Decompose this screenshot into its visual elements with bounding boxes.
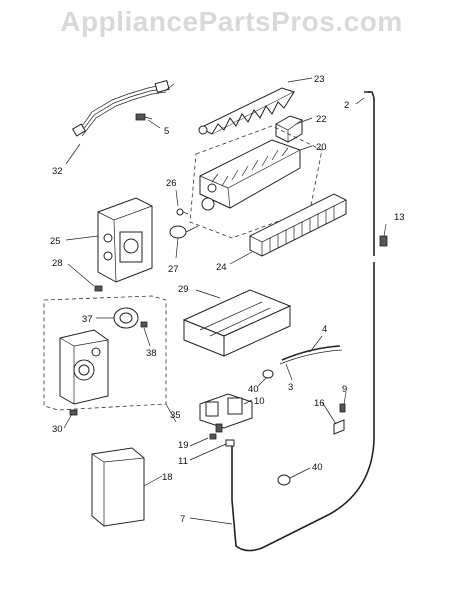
callout-40-lower: 40: [312, 462, 323, 473]
callout-18: 18: [162, 472, 173, 483]
valve-cover[interactable]: [91, 447, 145, 527]
screw-9[interactable]: [339, 403, 346, 413]
callout-40: 40: [248, 384, 259, 395]
callout-19: 19: [178, 440, 189, 451]
valve-nut-11[interactable]: [225, 439, 235, 447]
callout-4: 4: [322, 324, 327, 335]
control-module[interactable]: [97, 197, 153, 283]
callout-26: 26: [166, 178, 177, 189]
callout-9: 9: [342, 384, 347, 395]
callout-7: 7: [180, 514, 185, 525]
callout-labels: 23 2 5 22 32 20 26 13 25 28 27 24 29 37 …: [50, 74, 405, 525]
nut-40a[interactable]: [262, 369, 274, 379]
fill-tube[interactable]: [364, 91, 375, 256]
callout-29: 29: [178, 284, 189, 295]
inlet-tube[interactable]: [279, 345, 343, 365]
callout-27: 27: [168, 264, 179, 275]
water-valve[interactable]: [199, 393, 253, 433]
callout-37: 37: [82, 314, 93, 325]
callout-32: 32: [52, 166, 63, 177]
callout-3: 3: [288, 382, 293, 393]
thermostat[interactable]: [169, 225, 199, 239]
nut-40b[interactable]: [277, 474, 291, 486]
water-line[interactable]: [231, 262, 375, 552]
mold-cover[interactable]: [275, 115, 303, 143]
callout-38: 38: [146, 348, 157, 359]
watermark: AppliancePartsPros.com: [60, 6, 403, 37]
callout-23: 23: [314, 74, 325, 85]
callout-35: 35: [170, 410, 181, 421]
retainer-clip[interactable]: [176, 208, 189, 216]
callout-20: 20: [316, 142, 327, 153]
callout-5: 5: [164, 126, 169, 137]
clamp-16[interactable]: [333, 419, 345, 435]
callout-11: 11: [178, 456, 188, 467]
callout-10: 10: [254, 396, 265, 407]
valve-screw-19[interactable]: [209, 433, 217, 440]
callout-22: 22: [316, 114, 327, 125]
ice-ejector[interactable]: [198, 87, 296, 135]
ice-mold[interactable]: [199, 139, 301, 211]
motor-mount-plate[interactable]: [59, 329, 109, 405]
callout-13: 13: [394, 212, 405, 223]
tube-fitting[interactable]: [379, 235, 388, 247]
shield[interactable]: [182, 289, 292, 357]
callout-30: 30: [52, 424, 63, 435]
module-screw[interactable]: [94, 285, 103, 292]
motor[interactable]: [113, 307, 139, 329]
callout-16: 16: [314, 398, 325, 409]
screw-5[interactable]: [135, 113, 153, 121]
callout-2: 2: [344, 100, 349, 111]
callout-28: 28: [52, 258, 63, 269]
motor-screw[interactable]: [140, 321, 148, 328]
callout-25: 25: [50, 236, 61, 247]
callout-24: 24: [216, 262, 227, 273]
mount-screw[interactable]: [69, 409, 78, 416]
wire-harness[interactable]: [71, 79, 175, 137]
mold-heater[interactable]: [249, 193, 347, 257]
leader-lines: [63, 77, 387, 525]
